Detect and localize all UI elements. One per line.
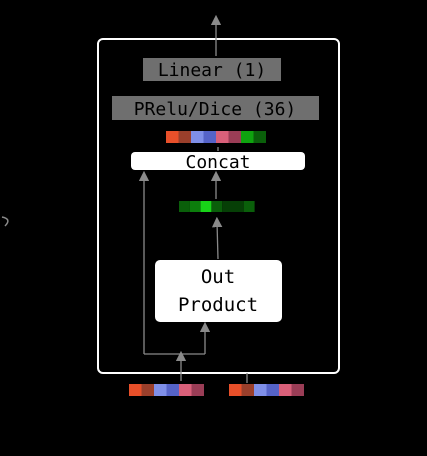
concat-output-cell: [228, 131, 241, 143]
out-product-node: [155, 260, 282, 322]
arrow-outproduct-to-vector: [211, 216, 223, 260]
out-product-output-cell: [233, 201, 244, 212]
input-left-cell: [154, 384, 167, 396]
out-product-output-cell: [222, 201, 233, 212]
out-product-output-vector: [179, 201, 255, 212]
input-vector-left: [129, 384, 204, 396]
prelu-dice-layer-label: PRelu/Dice (36): [134, 99, 297, 120]
out-product-output-cell: [189, 201, 201, 212]
input-left-cell: [166, 384, 179, 396]
input-right-cell: [254, 384, 267, 396]
input-left-cell: [191, 384, 204, 396]
input-left-cell: [179, 384, 192, 396]
out-product-label-line1: Out: [201, 266, 235, 288]
input-right-cell: [229, 384, 242, 396]
connectors: [138, 14, 248, 383]
input-vector-right: [229, 384, 304, 396]
out-product-label-line2: Product: [178, 294, 258, 316]
concat-node: [131, 152, 305, 170]
edge-curve-fragment: [1, 216, 9, 227]
module-frame: [97, 38, 340, 374]
input-left-cell: [141, 384, 154, 396]
out-product-output-cell: [243, 201, 255, 212]
concat-output-cell: [166, 131, 179, 143]
out-product-output-cell: [211, 201, 223, 212]
out-product-output-cell: [200, 201, 212, 212]
concat-output-cell: [191, 131, 204, 143]
out-product-output-cell: [179, 201, 190, 212]
concat-output-cell: [178, 131, 191, 143]
linear-layer-label: Linear (1): [158, 60, 266, 81]
input-left-cell: [129, 384, 142, 396]
input-right-cell: [291, 384, 304, 396]
input-right-cell: [241, 384, 254, 396]
concat-label: Concat: [185, 152, 250, 173]
concat-output-vector: [166, 131, 266, 143]
prelu-dice-layer-box: [112, 96, 319, 120]
concat-output-cell: [253, 131, 266, 143]
input-right-cell: [266, 384, 279, 396]
linear-layer-box: [143, 58, 281, 81]
input-right-cell: [279, 384, 292, 396]
concat-output-cell: [241, 131, 254, 143]
concat-output-cell: [216, 131, 229, 143]
concat-output-cell: [203, 131, 216, 143]
